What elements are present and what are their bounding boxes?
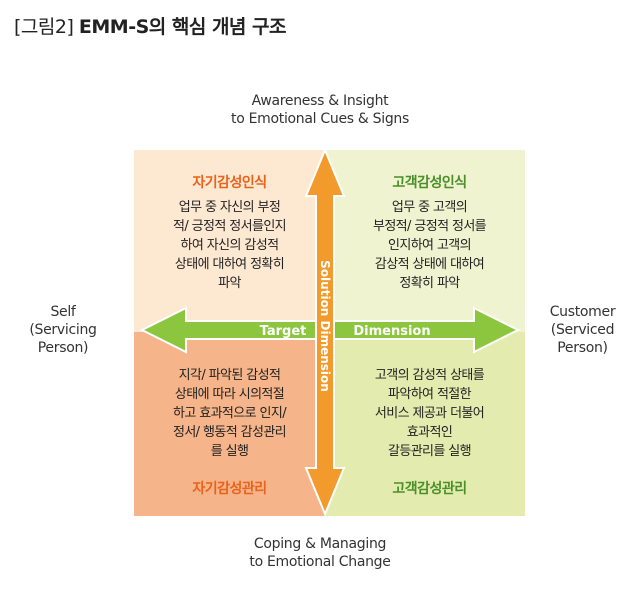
- quadrant-bl-line: 정서/ 행동적 감성관리: [172, 425, 287, 440]
- quadrant-bottom-right: [325, 332, 525, 516]
- dimension-label: Dimension: [353, 324, 430, 339]
- quadrant-tl-heading: 자기감성인식: [192, 175, 267, 191]
- figure-number: [그림2]: [14, 16, 74, 38]
- target-label: Target: [260, 324, 307, 339]
- quadrant-bl-line: 하고 효과적으로 인지/: [172, 406, 287, 421]
- axis-left-line: Person): [37, 340, 89, 356]
- solution-dimension-label: Solution Dimension: [318, 260, 332, 392]
- quadrant-tl-body: 업무 중 자신의 부정 적/ 긍정적 정서를인지 하여 자신의 감성적 상태에 …: [134, 198, 325, 293]
- quadrant-tl-line: 업무 중 자신의 부정: [178, 200, 281, 215]
- axis-label-top: Awareness & Insight to Emotional Cues & …: [200, 92, 440, 128]
- quadrant-tr-line: 업무 중 고객의: [391, 200, 468, 215]
- quadrant-tl-line: 하여 자신의 감성적: [180, 238, 280, 253]
- quadrant-tr-line: 인지하여 고객의: [387, 238, 472, 253]
- quadrant-br-body: 고객의 감성적 상태를 파악하여 적절한 서비스 제공과 더불어 효과적인 갈등…: [334, 366, 525, 461]
- quadrant-br-line: 서비스 제공과 더불어: [374, 406, 485, 421]
- quadrant-top-left: [134, 150, 325, 332]
- quadrant-bl-body: 지각/ 파악된 감성적 상태에 따라 시의적절 하고 효과적으로 인지/ 정서/…: [134, 366, 325, 461]
- axis-top-line: to Emotional Cues & Signs: [231, 111, 409, 127]
- quadrant-tr-body: 업무 중 고객의 부정적/ 긍정적 정서를 인지하여 고객의 감상적 상태에 대…: [334, 198, 525, 293]
- quadrant-tr-line: 감상적 상태에 대하여: [374, 257, 485, 272]
- axis-right-line: Person): [557, 340, 608, 356]
- axis-right-line: (Serviced: [550, 322, 615, 338]
- quadrant-bl-line: 지각/ 파악된 감성적: [178, 368, 281, 383]
- quadrant-bl-line: 상태에 따라 시의적절: [174, 387, 285, 402]
- quadrant-bl-heading: 자기감성관리: [192, 481, 267, 497]
- quadrant-br-line: 갈등관리를 실행: [387, 444, 472, 459]
- quadrant-bl-line: 를 실행: [210, 444, 249, 459]
- quadrant-br-line: 파악하여 적절한: [387, 387, 472, 402]
- axis-bottom-line: Coping & Managing: [253, 536, 387, 552]
- quadrant-tr-line: 부정적/ 긍정적 정서를: [372, 219, 487, 234]
- axis-label-left: Self (Servicing Person): [8, 303, 118, 357]
- axis-right-line: Customer: [549, 304, 616, 320]
- figure-title-text: EMM-S의 핵심 개념 구조: [78, 16, 287, 38]
- axis-bottom-line: to Emotional Change: [249, 554, 391, 570]
- axis-left-line: Self: [50, 304, 76, 320]
- vertical-double-arrow: [304, 147, 346, 517]
- quadrant-tl-line: 상태에 대하여 정확히: [174, 257, 285, 272]
- quadrant-tl-line: 파악: [218, 276, 241, 291]
- quadrant-tr-heading: 고객감성인식: [392, 175, 467, 191]
- axis-left-line: (Servicing: [29, 322, 97, 338]
- axis-label-bottom: Coping & Managing to Emotional Change: [200, 535, 440, 571]
- quadrant-tl-line: 적/ 긍정적 정서를인지: [172, 219, 287, 234]
- figure-title: [그림2] EMM-S의 핵심 개념 구조: [14, 12, 287, 39]
- quadrant-br-line: 고객의 감성적 상태를: [374, 368, 485, 383]
- axis-label-right: Customer (Serviced Person): [530, 303, 635, 357]
- quadrant-top-right: [325, 150, 525, 332]
- quadrant-bottom-left: [134, 332, 325, 516]
- quadrant-tr-line: 정확히 파악: [399, 276, 460, 291]
- axis-top-line: Awareness & Insight: [251, 93, 389, 109]
- quadrant-br-heading: 고객감성관리: [392, 481, 467, 497]
- quadrant-br-line: 효과적인: [406, 425, 453, 440]
